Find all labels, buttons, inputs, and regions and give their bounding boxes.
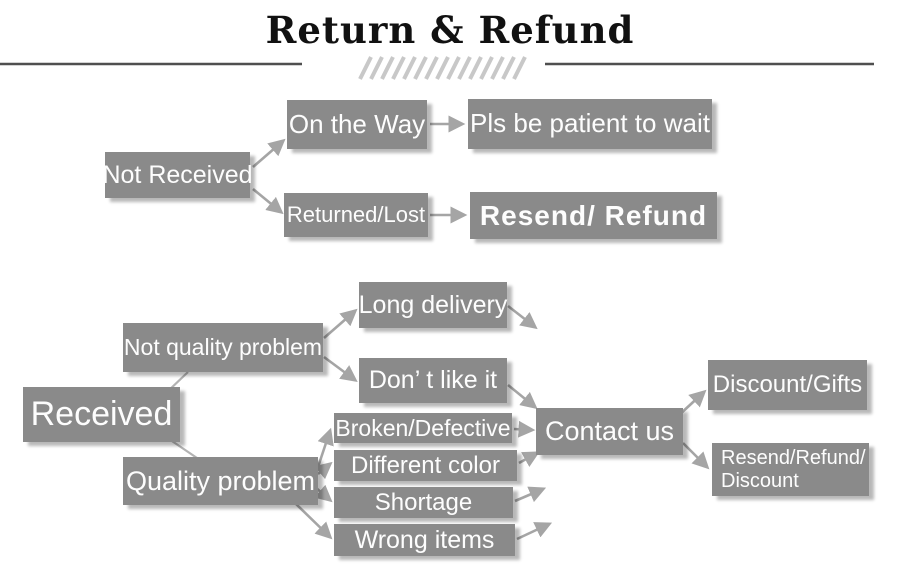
- arrow-notquality-dontlike: [323, 355, 358, 383]
- arrow-longdelivery-out: [507, 304, 538, 330]
- arrow-wrongitems-contact: [516, 522, 553, 541]
- node-resend-refund-discount: Resend/Refund/ Discount: [712, 443, 869, 496]
- node-received: Received: [23, 387, 180, 442]
- arrow-notreceived-ontheway: [252, 138, 286, 168]
- node-dont-like-it: Don’ t like it: [359, 358, 507, 403]
- node-pls-be-patient: Pls be patient to wait: [468, 99, 712, 149]
- node-discount-gifts: Discount/Gifts: [708, 360, 867, 410]
- node-quality-problem: Quality problem: [123, 457, 318, 505]
- node-on-the-way: On the Way: [287, 100, 427, 149]
- node-resend-refund-discount-line2: Discount: [721, 469, 799, 492]
- node-different-color: Different color: [334, 450, 517, 481]
- arrow-quality-differentcolor: [314, 461, 333, 480]
- arrow-contact-resendrefunddiscount: [682, 442, 710, 470]
- arrow-dontlike-contact: [507, 383, 538, 410]
- node-wrong-items: Wrong items: [334, 524, 515, 556]
- arrow-notreceived-returnedlost: [252, 187, 284, 215]
- arrow-notquality-longdelivery: [323, 308, 358, 339]
- node-resend-refund: Resend/ Refund: [470, 192, 717, 239]
- page-title: Return & Refund: [265, 8, 635, 52]
- node-not-received: Not Received: [102, 152, 253, 198]
- node-not-quality-problem: Not quality problem: [123, 323, 323, 372]
- hatch-marks-icon: [358, 56, 527, 80]
- node-contact-us: Contact us: [536, 408, 683, 455]
- arrow-quality-wrongitems: [295, 503, 333, 540]
- arrow-quality-broken: [316, 427, 334, 468]
- node-resend-refund-discount-line1: Resend/Refund/: [721, 446, 866, 469]
- arrow-broken-contact: [513, 420, 536, 438]
- node-broken-defective: Broken/Defective: [334, 413, 512, 443]
- arrow-differentcolor-contact: [518, 451, 540, 467]
- node-long-delivery: Long delivery: [359, 282, 507, 328]
- node-shortage: Shortage: [334, 487, 513, 518]
- arrow-shortage-contact: [514, 486, 547, 503]
- node-returned-lost: Returned/Lost: [284, 193, 428, 237]
